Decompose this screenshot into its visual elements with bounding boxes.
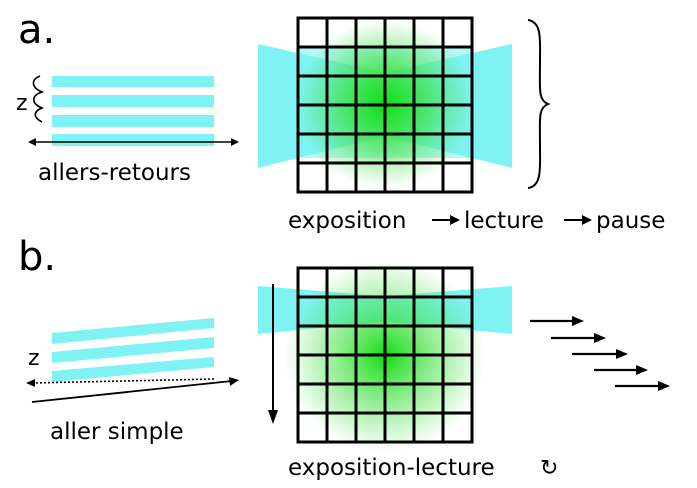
vertical-scan-arrow-head [268, 410, 278, 424]
mode-label-b: aller simple [50, 419, 184, 445]
cascade-arrows [530, 319, 660, 388]
z-label-a: z [16, 91, 28, 116]
panel-a-letter: a. [18, 7, 55, 53]
mode-label-a: allers-retours [38, 160, 191, 186]
single-pass-arrow [31, 380, 233, 403]
arrow-left-head [28, 138, 36, 146]
sequence-step-exposition: exposition [288, 208, 406, 234]
sequence-step-lecture: lecture [464, 208, 544, 234]
sequence-arrow-head [450, 215, 460, 225]
sequence-label-b: exposition-lecture [288, 455, 495, 481]
scan-line [52, 134, 214, 146]
scan-line [52, 357, 214, 382]
panel-b-letter: b. [18, 234, 56, 280]
arrow-right-head [231, 138, 239, 146]
detector-grid-a [296, 16, 474, 194]
sequence-step-pause: pause [596, 208, 665, 234]
single-pass-arrow-head [229, 377, 239, 386]
loop-icon: ↻ [540, 456, 558, 481]
z-label-b: z [28, 346, 40, 371]
scan-lines-b [52, 318, 214, 382]
panel-b: b. z aller simple [18, 234, 670, 481]
sequence-arrow-head [582, 215, 592, 225]
scan-line [52, 95, 214, 107]
scan-line [52, 76, 214, 87]
panel-a: a. z allers-retours [16, 7, 665, 234]
detector-grid-b [296, 266, 474, 444]
z-step-curve [32, 75, 45, 123]
dotted-arrow-head [26, 379, 35, 387]
scan-lines-a [52, 76, 214, 146]
scan-line [52, 115, 214, 127]
cascade-arrow-heads [572, 316, 670, 391]
scan-line [52, 318, 214, 344]
curly-brace [527, 19, 551, 189]
scan-line [52, 337, 214, 363]
